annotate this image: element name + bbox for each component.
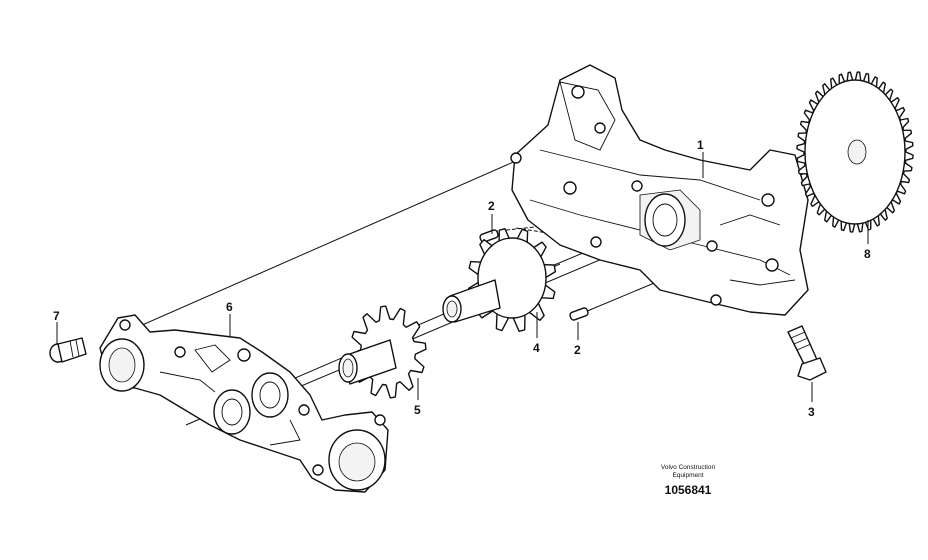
axis-line-bolt xyxy=(107,159,519,341)
callout-8: 8 xyxy=(864,247,871,261)
drive-gear-part xyxy=(796,71,914,233)
callout-7: 7 xyxy=(53,309,60,323)
lower-pump-gear-part xyxy=(338,305,427,399)
callout-1: 1 xyxy=(697,138,704,152)
callout-2-lower: 2 xyxy=(574,343,581,357)
callout-6: 6 xyxy=(226,300,233,314)
callout-5: 5 xyxy=(414,403,421,417)
callout-2-upper: 2 xyxy=(488,199,495,213)
pump-cover-part xyxy=(99,314,389,493)
plug-fitting-part xyxy=(787,325,827,381)
brand-line-1: Volvo Construction xyxy=(660,464,716,471)
dowel-pin-upper-part xyxy=(479,229,499,243)
brand-label: Volvo Construction Equipment xyxy=(640,464,736,480)
callout-3: 3 xyxy=(808,405,815,419)
dowel-pin-lower-part xyxy=(569,307,589,321)
bolt-part xyxy=(49,337,87,363)
brand-line-2: Equipment xyxy=(672,472,704,479)
pump-housing-part xyxy=(510,64,809,316)
callout-4: 4 xyxy=(533,341,540,355)
upper-pump-gear-part xyxy=(442,228,557,332)
document-number: 1056841 xyxy=(664,483,712,497)
